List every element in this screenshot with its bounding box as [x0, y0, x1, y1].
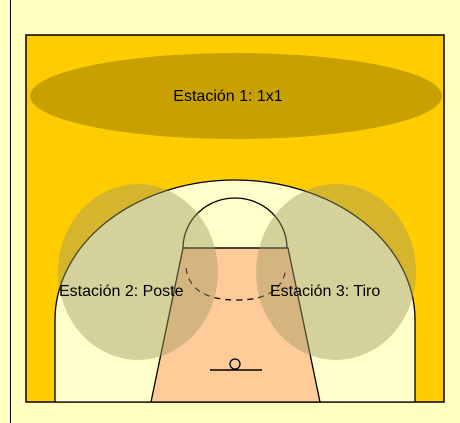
station-2-label: Estación 2: Poste: [59, 283, 184, 300]
station-3-label: Estación 3: Tiro: [270, 283, 380, 300]
left-margin-rule: [10, 0, 11, 423]
station-3-zone: [256, 184, 416, 360]
free-throw-arc: [182, 197, 288, 249]
station-1-zone: [30, 53, 442, 139]
station-2-zone: [58, 184, 218, 360]
rim: [229, 358, 241, 370]
station-1-label: Estación 1: 1x1: [173, 88, 283, 105]
restricted-area-dashed-arc: [185, 267, 287, 301]
